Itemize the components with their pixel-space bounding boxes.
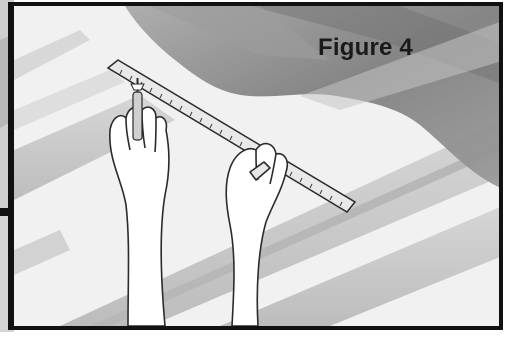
screwdriver-icon xyxy=(131,78,144,140)
panel-divider xyxy=(0,208,14,216)
figure-label: Figure 4 xyxy=(318,34,413,62)
